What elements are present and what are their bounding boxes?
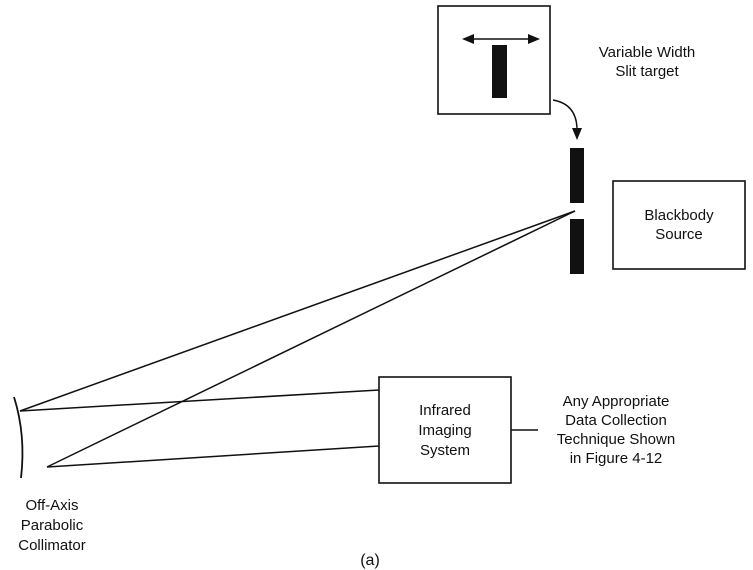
width-arrow-left-head (462, 34, 474, 44)
pointer-arrow (552, 99, 578, 129)
slit-target-label-line: Slit target (615, 63, 679, 80)
slit-upper-jaw (570, 148, 584, 203)
ray-lower (46, 210, 576, 468)
blackbody-label: Blackbody Source (613, 206, 745, 244)
ray-upper (19, 210, 576, 412)
imaging-system-label: Infrared Imaging System (379, 401, 511, 461)
slit-target-label: Variable Width Slit target (583, 43, 711, 81)
blackbody-label-line: Source (655, 226, 703, 243)
data-collection-label-line: in Figure 4-12 (569, 450, 663, 467)
collimator-label-line: Collimator (18, 537, 86, 554)
ray-return-upper (19, 389, 380, 412)
collimator-label-line: Parabolic (20, 517, 84, 534)
imaging-system-label-line: Imaging (418, 422, 472, 439)
data-collection-label-line: Data Collection (565, 412, 667, 429)
collimator-mirror (13, 396, 24, 479)
pointer-arrow-head (572, 128, 582, 140)
slit-bar-icon (492, 45, 507, 98)
blackbody-box (612, 180, 746, 270)
collimator-label: Off-Axis Parabolic Collimator (0, 496, 104, 556)
data-collection-label-line: Technique Shown (556, 431, 676, 448)
slit-lower-jaw (570, 219, 584, 274)
imaging-system-label-line: System (419, 442, 470, 459)
ray-return-lower (46, 445, 380, 468)
width-arrow-right-head (528, 34, 540, 44)
slit-target-label-line: Variable Width (598, 44, 696, 61)
figure-caption: (a) (360, 552, 380, 569)
slit-target-box (437, 5, 551, 115)
imaging-system-label-line: Infrared (419, 402, 471, 419)
data-collection-label: Any Appropriate Data Collection Techniqu… (538, 392, 694, 468)
collimator-label-line: Off-Axis (25, 497, 79, 514)
blackbody-label-line: Blackbody (644, 207, 714, 224)
data-collection-label-line: Any Appropriate (562, 393, 670, 410)
